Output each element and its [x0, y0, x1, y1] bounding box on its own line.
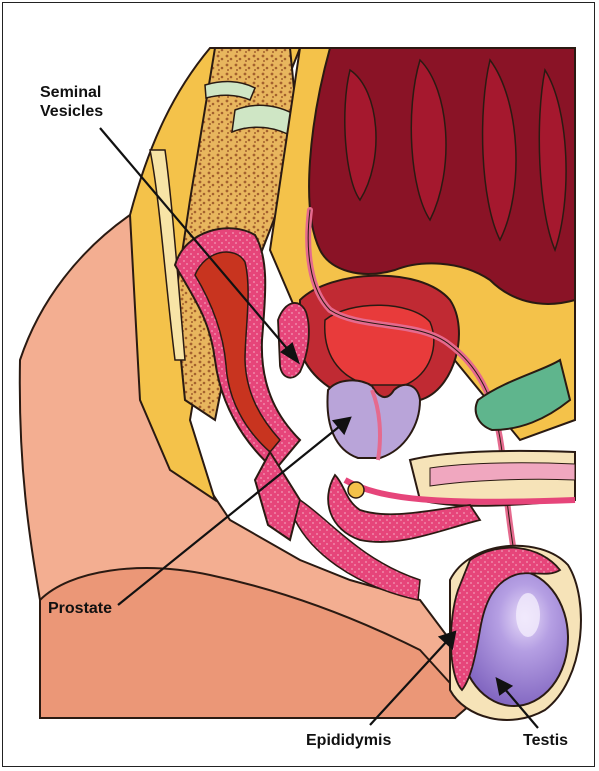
label-testis: Testis [523, 731, 568, 750]
label-prostate: Prostate [48, 599, 112, 618]
seminal-vesicle [278, 303, 309, 378]
testis-highlight [516, 593, 540, 637]
label-seminal-vesicles: Seminal Vesicles [40, 83, 103, 121]
anal-canal [255, 452, 300, 540]
label-seminal-line-2: Vesicles [40, 102, 103, 121]
label-seminal-line-1: Seminal [40, 83, 103, 102]
label-epididymis: Epididymis [306, 731, 391, 750]
cowpers-gland [348, 482, 364, 498]
